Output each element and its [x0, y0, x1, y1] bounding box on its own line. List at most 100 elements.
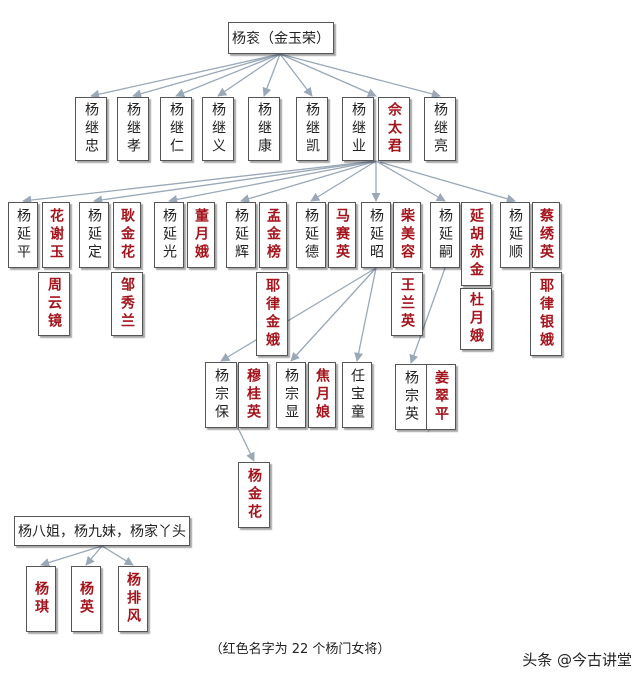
connector-arrow — [217, 53, 281, 97]
wife-name: 邹秀兰 — [119, 277, 135, 331]
jiye-son-box: 杨继康 — [248, 97, 280, 161]
jiye-son-box: 杨继仁 — [160, 97, 192, 161]
wife-name: 马赛英 — [334, 208, 350, 262]
wife-box: 耶律银娥 — [530, 272, 562, 356]
connector-arrow — [375, 160, 516, 204]
son-name: 杨宗显 — [283, 368, 299, 422]
yanzhao-box: 杨延昭 — [361, 202, 391, 268]
wife-name: 耿金花 — [119, 208, 135, 262]
wife-box: 周云镜 — [38, 272, 70, 336]
wife-box: 王兰英 — [391, 272, 423, 336]
connector-arrow — [279, 53, 313, 97]
granddaughter-name: 杨金花 — [246, 468, 262, 522]
root-box: 杨衮（金玉荣） — [228, 22, 334, 54]
wife-name: 花谢玉 — [48, 208, 64, 262]
son-name: 杨继义 — [210, 102, 226, 156]
son-name: 杨延德 — [303, 208, 319, 262]
wife-name: 延胡赤金 — [468, 208, 484, 280]
son-name: 杨继忠 — [83, 102, 99, 156]
wife-box: 柴美容 — [393, 202, 421, 268]
wife-name: 姜翠平 — [433, 370, 449, 424]
jiye-son-box: 杨继义 — [202, 97, 234, 161]
connector-arrow — [240, 160, 377, 204]
son-name: 杨延光 — [161, 208, 177, 262]
daughter-name: 杨英 — [78, 581, 94, 617]
yan-son-box: 杨延辉 — [226, 202, 256, 268]
jiye-son-box: 杨继孝 — [117, 97, 149, 161]
wife-box: 耿金花 — [113, 202, 141, 268]
son-name: 杨宗英 — [403, 370, 419, 424]
connector-arrow — [132, 53, 281, 99]
wife-box: 焦月娘 — [308, 362, 336, 428]
daughters-box: 杨八姐，杨九妹，杨家丫头 — [14, 516, 190, 546]
connector-arrow — [279, 53, 441, 99]
connector-arrow — [93, 160, 377, 205]
daughter-box: 杨排风 — [118, 566, 148, 632]
wife-box: 邹秀兰 — [111, 272, 143, 336]
jiye-son-box: 杨继忠 — [75, 97, 107, 161]
wife-box: 董月娥 — [187, 202, 215, 268]
connector-arrow — [310, 160, 377, 202]
yan-son-box: 杨延平 — [8, 202, 38, 268]
zongbao-box: 杨宗保 — [205, 362, 237, 428]
connector-arrow — [375, 160, 446, 202]
connector-arrow — [90, 53, 281, 99]
watermark: 头条 @今古讲堂 — [522, 651, 632, 669]
connector-arrow — [175, 53, 281, 98]
wife-name: 王兰英 — [399, 277, 415, 331]
wife-box: 孟金榜 — [259, 202, 287, 268]
caption: （红色名字为 22 个杨门女将） — [209, 642, 391, 657]
connector-arrow — [279, 53, 377, 97]
wife-box: 马赛英 — [328, 202, 356, 268]
renbaotong-box: 任宝童 — [342, 362, 372, 428]
connector-arrow — [168, 160, 377, 204]
wife-name: 佘太君 — [386, 102, 402, 156]
connector-arrow — [354, 267, 377, 362]
wife-name: 孟金榜 — [265, 208, 281, 262]
root-name: 杨衮（金玉荣） — [232, 31, 330, 47]
son-name: 杨继孝 — [125, 102, 141, 156]
zongying-box: 杨宗英 — [395, 364, 427, 430]
wife-name: 耶律银娥 — [538, 278, 554, 350]
wife-name: 周云镜 — [46, 277, 62, 331]
son-name: 任宝童 — [349, 368, 365, 422]
wife-name: 蔡绣英 — [538, 208, 554, 262]
jiye-name: 杨继业 — [350, 102, 366, 156]
son-name: 杨延辉 — [233, 208, 249, 262]
wife-name: 董月娥 — [193, 208, 209, 262]
connector-arrow — [22, 160, 377, 205]
daughters-label: 杨八姐，杨九妹，杨家丫头 — [18, 524, 186, 540]
connector-arrow — [290, 267, 377, 362]
son-name: 杨延嗣 — [437, 208, 453, 262]
yan-son-box: 杨延定 — [79, 202, 109, 268]
son-name: 杨继仁 — [168, 102, 184, 156]
yan-son-box: 杨延顺 — [500, 202, 530, 268]
wife-box: 杜月娥 — [460, 288, 492, 350]
son-name: 杨延昭 — [368, 208, 384, 262]
wife-name: 焦月娘 — [314, 368, 330, 422]
zongxian-box: 杨宗显 — [276, 362, 306, 428]
yansi-box: 杨延嗣 — [430, 202, 460, 268]
yan-son-box: 杨延光 — [154, 202, 184, 268]
wife-box: 耶律金娥 — [256, 272, 288, 356]
connector-arrow — [262, 53, 281, 97]
connector-arrow — [409, 267, 446, 364]
son-name: 杨继康 — [256, 102, 272, 156]
yang-jinhua-box: 杨金花 — [238, 462, 270, 528]
yan-son-box: 杨延德 — [296, 202, 326, 268]
she-taijun-box: 佘太君 — [378, 97, 410, 161]
son-name: 杨宗保 — [213, 368, 229, 422]
wife-box: 延胡赤金 — [461, 202, 491, 286]
wife-box: 姜翠平 — [426, 364, 456, 430]
connector-arrow — [40, 545, 103, 567]
wife-name: 耶律金娥 — [264, 278, 280, 350]
wife-name: 杜月娥 — [468, 292, 484, 346]
jiye-son-box: 杨继凯 — [296, 97, 328, 161]
jiye-son-box: 杨继亮 — [424, 97, 456, 161]
son-name: 杨延平 — [15, 208, 31, 262]
son-name: 杨继亮 — [432, 102, 448, 156]
daughter-box: 杨英 — [71, 566, 101, 632]
daughter-box: 杨琪 — [26, 566, 56, 632]
wife-box: 花谢玉 — [42, 202, 70, 268]
connector-arrow — [101, 545, 134, 566]
